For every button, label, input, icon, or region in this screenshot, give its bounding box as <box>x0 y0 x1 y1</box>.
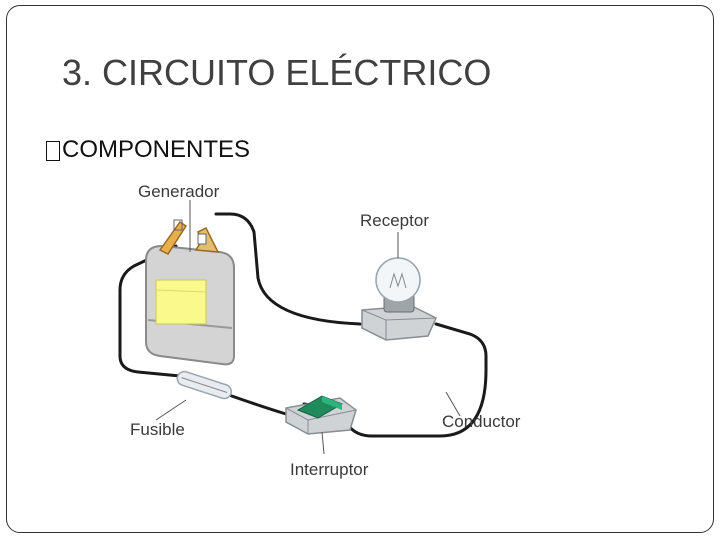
receptor-bulb <box>361 257 437 341</box>
switch-component <box>285 395 357 435</box>
bullet-text: COMPONENTES <box>62 136 251 163</box>
leader-fuse <box>155 399 187 421</box>
leader-conductor <box>445 391 461 417</box>
slide-frame <box>6 5 714 533</box>
generator-battery <box>145 219 235 366</box>
label-receptor: Receptor <box>360 211 429 230</box>
bullet-item: COMPONENTES <box>46 136 250 164</box>
label-generator: Generador <box>138 182 220 201</box>
leader-switch <box>321 431 325 455</box>
slide-title: 3. CIRCUITO ELÉCTRICO <box>62 52 492 93</box>
circuit-diagram: Generador Receptor Fusible Conductor Int… <box>118 182 521 479</box>
label-conductor: Conductor <box>442 412 521 431</box>
fuse-component <box>176 370 233 400</box>
wire-fuse-switch <box>225 392 287 416</box>
label-fuse: Fusible <box>130 420 185 439</box>
label-switch: Interruptor <box>290 460 369 479</box>
bullet-icon <box>46 141 60 161</box>
